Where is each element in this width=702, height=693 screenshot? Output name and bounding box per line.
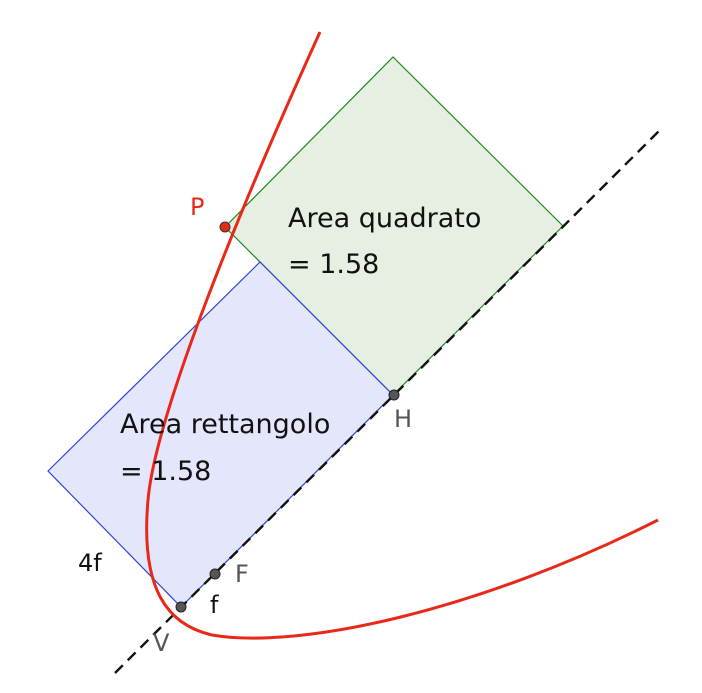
label-P: P: [190, 193, 204, 221]
point-P: [219, 221, 231, 233]
label-H: H: [394, 405, 412, 433]
label-V: V: [153, 629, 170, 657]
label-side-4f: 4f: [78, 549, 102, 577]
point-H: [388, 389, 400, 401]
label-F: F: [235, 560, 249, 588]
label-segment-f: f: [210, 591, 219, 619]
parabola-curve: [145, 31, 659, 640]
square-area-label: Area quadrato: [288, 203, 481, 234]
parabola-axis: [114, 129, 661, 674]
square-area-value: = 1.58: [288, 249, 379, 280]
rectangle-area-value: = 1.58: [120, 456, 211, 487]
rectangle-area-label: Area rettangolo: [120, 409, 330, 440]
point-V: [175, 601, 187, 613]
point-F: [209, 568, 221, 580]
